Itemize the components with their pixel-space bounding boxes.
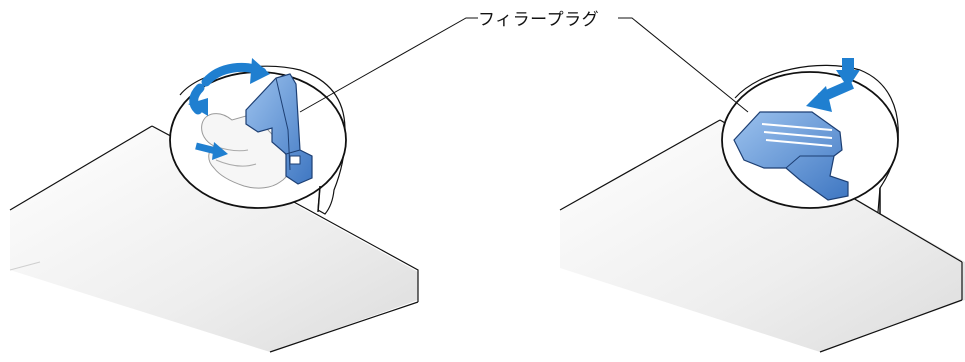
callout-leaders <box>299 17 749 113</box>
rotate-arrow-icon <box>188 58 270 116</box>
insert-arrow-icon <box>806 79 855 112</box>
push-arrow-icon <box>195 142 228 160</box>
filler-plug-icon <box>245 73 313 185</box>
filler-plug-icon-right <box>733 111 849 201</box>
filler-plug-label: フィラープラグ <box>478 10 600 30</box>
down-arrow-icon <box>836 58 860 88</box>
